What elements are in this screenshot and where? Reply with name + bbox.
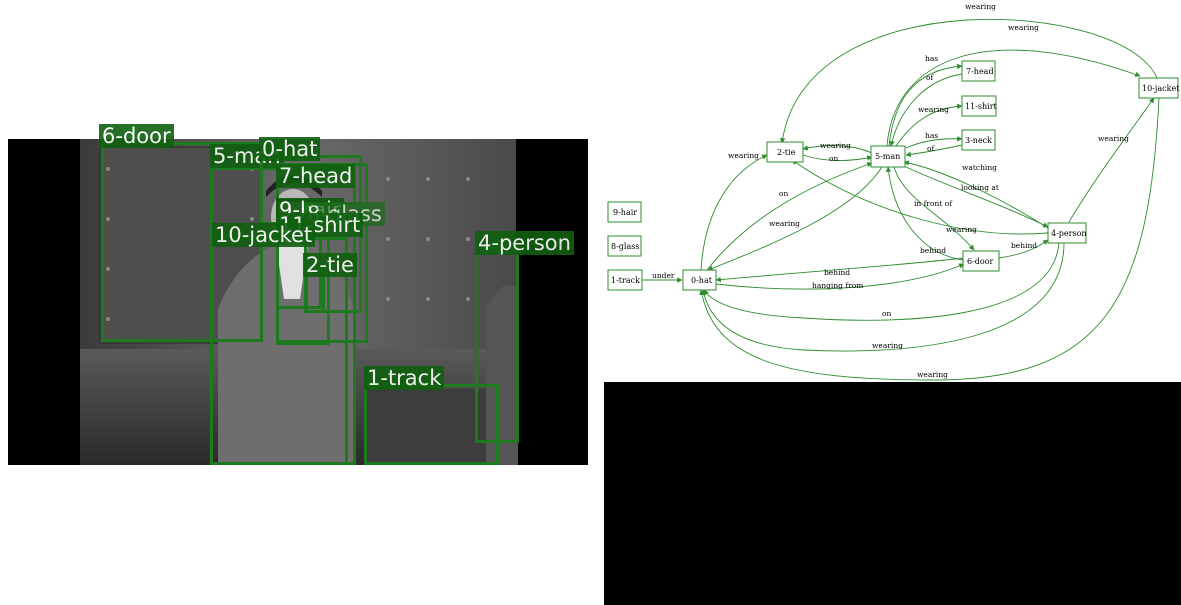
edge-5-man-wearing-0-hat (707, 166, 883, 271)
edge-label: has (925, 131, 938, 140)
edge-5-man-looking-at-4-person (903, 165, 1049, 228)
edge-labels: wearing wearing on has of wearing has of… (652, 2, 1129, 379)
edge-5-man-has-3-neck (905, 136, 963, 149)
svg-text:11-shirt: 11-shirt (965, 102, 998, 111)
edge-5-man-in-front-of-6-door (893, 166, 975, 251)
box-label-6-door: 6-door (99, 124, 174, 148)
edge-group (642, 18, 1160, 381)
box-label-4-person: 4-person (475, 231, 574, 255)
edge-4-person-watching-5-man (903, 160, 1049, 229)
edge-3-neck-of-5-man (905, 144, 963, 158)
edge-label: looking at (961, 183, 999, 192)
photo-panel: 6-door 5-man 0-hat 7-head 9-hair 8-glass… (8, 124, 588, 465)
edge-4-person-wearing-10-jacket (1068, 97, 1155, 223)
edge-label: wearing (918, 105, 949, 114)
edge-label: hanging from (812, 281, 863, 290)
edge-label: on (882, 309, 892, 318)
svg-text:2-tie: 2-tie (777, 148, 796, 157)
edge-label: behind (1011, 241, 1037, 250)
edge-label: wearing (1098, 134, 1129, 143)
node-10-jacket: 10-jacket (1138, 77, 1180, 99)
svg-text:4-person: 4-person (1051, 229, 1087, 238)
empty-black-panel (604, 382, 1181, 605)
edge-label: of (926, 73, 935, 82)
scene-graph-panel: wearing wearing on has of wearing has of… (604, 0, 1181, 382)
edge-label: of (927, 144, 936, 153)
edge-label: wearing (769, 219, 800, 228)
edge-5-man-wearing-2-tie (802, 145, 873, 154)
svg-text:9-hair: 9-hair (613, 208, 637, 217)
box-label-1-track: 1-track (364, 366, 445, 390)
box-label-10-jacket: 10-jacket (212, 223, 316, 247)
edge-label: wearing (965, 2, 996, 11)
edge-5-man-wearing-10-jacket (886, 49, 1141, 147)
edge-0-hat-hanging-from-6-door (715, 263, 965, 290)
edge-label: on (829, 154, 839, 163)
edge-label: has (925, 54, 938, 63)
edge-label: under (652, 271, 675, 280)
edge-label: wearing (728, 151, 759, 160)
edge-label: wearing (872, 341, 903, 350)
edge-label: in front of (914, 199, 953, 208)
edge-10-jacket-wearing-0-hat (699, 97, 1160, 381)
node-5-man: 5-man (870, 145, 906, 168)
node-7-head: 7-head (961, 60, 996, 82)
svg-text:8-glass: 8-glass (611, 242, 639, 251)
scene-graph: wearing wearing on has of wearing has of… (607, 2, 1180, 381)
edge-7-head-of-5-man (889, 73, 963, 147)
svg-text:7-head: 7-head (966, 67, 994, 76)
box-label-2-tie: 2-tie (303, 253, 357, 277)
node-0-hat: 0-hat (682, 269, 717, 291)
node-8-glass: 8-glass (607, 235, 642, 257)
edge-label: behind (920, 246, 946, 255)
node-6-door: 6-door (962, 250, 1000, 272)
svg-text:5-man: 5-man (875, 152, 900, 161)
edge-label: wearing (820, 141, 851, 150)
edge-6-door-behind-5-man (885, 166, 965, 261)
edge-label: wearing (917, 370, 948, 379)
edge-6-door-behind-0-hat (715, 257, 965, 283)
edge-5-man-wearing-11-shirt (895, 103, 963, 147)
edge-label: wearing (1008, 23, 1039, 32)
edge-label: behind (824, 268, 850, 277)
edge-0-hat-wearing-2-tie (700, 154, 768, 271)
node-1-track: 1-track (607, 269, 643, 291)
svg-text:6-door: 6-door (967, 257, 994, 266)
edge-2-tie-on-5-man (802, 154, 873, 161)
edge-4-person-wearing-0-hat (701, 242, 1065, 352)
node-2-tie: 2-tie (766, 141, 804, 163)
node-4-person: 4-person (1047, 222, 1087, 244)
node-11-shirt: 11-shirt (961, 95, 998, 117)
svg-text:0-hat: 0-hat (691, 276, 713, 285)
box-label-7-head: 7-head (276, 164, 356, 188)
edge-5-man-has-7-head (888, 63, 963, 147)
edge-label: wearing (946, 225, 977, 234)
svg-text:3-neck: 3-neck (965, 136, 992, 145)
node-3-neck: 3-neck (961, 129, 996, 151)
edge-4-person-wearing-2-tie (779, 18, 1158, 144)
svg-text:10-jacket: 10-jacket (1142, 84, 1180, 93)
edge-6-door-behind-4-person (998, 239, 1049, 259)
node-9-hair: 9-hair (607, 201, 642, 223)
edge-4-person-on-0-hat (703, 241, 1060, 321)
edge-label: on (779, 189, 789, 198)
svg-text:1-track: 1-track (611, 276, 640, 285)
edge-0-hat-on-5-man (706, 162, 873, 271)
edge-label: watching (962, 163, 997, 172)
box-label-0-hat: 0-hat (259, 137, 321, 161)
edge-4-person-wearing-2-tie-lower (791, 159, 1049, 235)
